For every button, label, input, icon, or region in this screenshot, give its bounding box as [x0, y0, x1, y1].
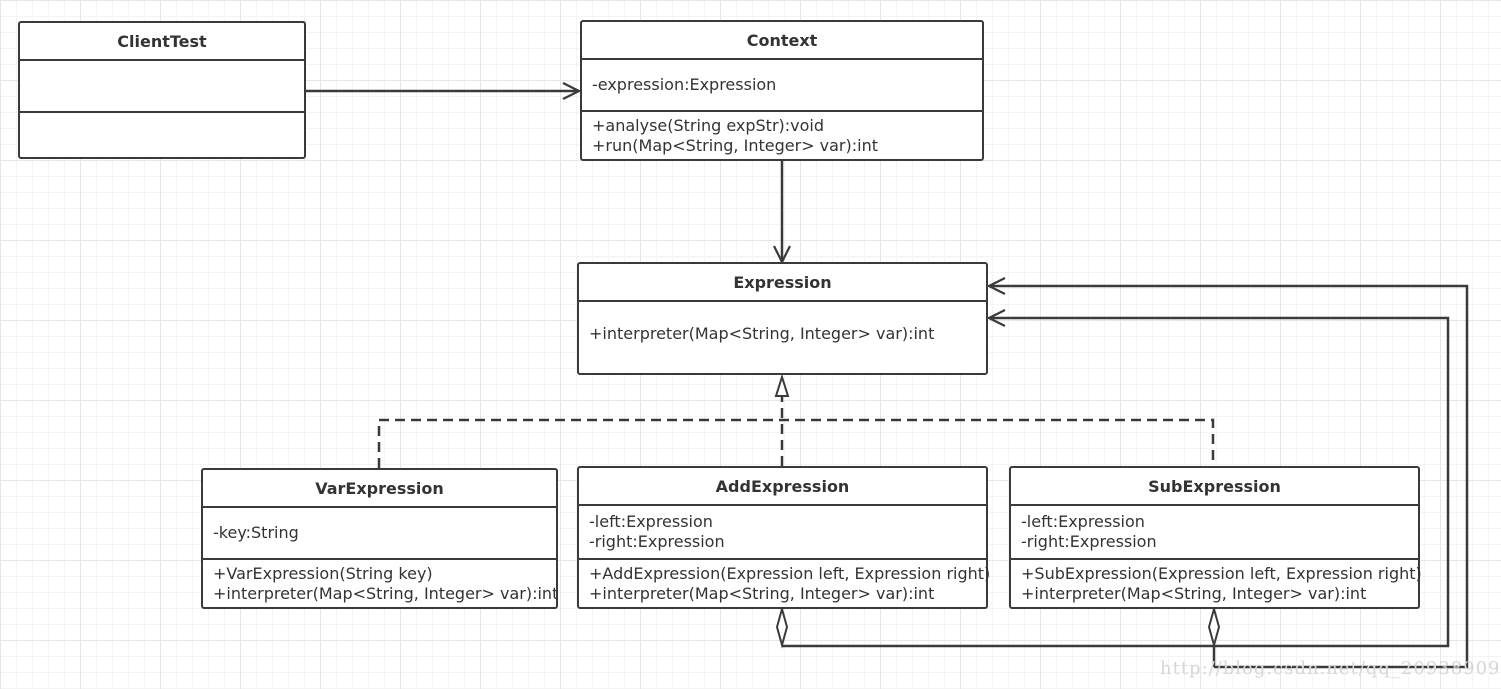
class-sub-expression-attributes: -left:Expression -right:Expression: [1011, 506, 1418, 560]
operation: +interpreter(Map<String, Integer> var):i…: [589, 583, 935, 603]
realization-triangle: [774, 373, 790, 397]
realization-lines: [377, 396, 1215, 468]
class-context[interactable]: Context -expression:Expression +analyse(…: [580, 20, 984, 161]
operation: +AddExpression(Expression left, Expressi…: [589, 563, 991, 583]
class-expression[interactable]: Expression +interpreter(Map<String, Inte…: [577, 262, 988, 375]
class-sub-expression[interactable]: SubExpression -left:Expression -right:Ex…: [1009, 466, 1422, 609]
class-client-test[interactable]: ClientTest: [18, 21, 306, 159]
class-var-expression-operations: +VarExpression(String key) +interpreter(…: [203, 560, 559, 607]
class-expression-name: Expression: [579, 264, 986, 302]
class-sub-expression-operations: +SubExpression(Expression left, Expressi…: [1011, 560, 1422, 607]
operation: +interpreter(Map<String, Integer> var):i…: [1021, 583, 1367, 603]
attribute: -left:Expression: [1021, 512, 1145, 531]
aggregation-add-expression: [782, 318, 1450, 648]
aggregation-sub-expression: [989, 286, 1469, 669]
class-add-expression-attributes: -left:Expression -right:Expression: [579, 506, 986, 560]
attribute: -expression:Expression: [592, 75, 777, 94]
class-client-test-operations: [20, 113, 304, 157]
class-var-expression-name: VarExpression: [203, 470, 556, 508]
operation: +analyse(String expStr):void: [592, 115, 825, 135]
class-add-expression-name: AddExpression: [579, 468, 986, 506]
class-context-operations: +analyse(String expStr):void +run(Map<St…: [582, 112, 982, 159]
attribute: -key:String: [213, 523, 299, 542]
aggregation-add-diamond: [775, 605, 789, 649]
class-add-expression[interactable]: AddExpression -left:Expression -right:Ex…: [577, 466, 991, 609]
operation: +interpreter(Map<String, Integer> var):i…: [213, 583, 559, 603]
class-context-name: Context: [582, 22, 982, 60]
class-sub-expression-name: SubExpression: [1011, 468, 1418, 506]
class-context-attributes: -expression:Expression: [582, 60, 982, 112]
operation: +interpreter(Map<String, Integer> var):i…: [589, 324, 935, 343]
attribute: -right:Expression: [1021, 532, 1157, 551]
aggregation-sub-diamond: [1207, 605, 1221, 649]
operation: +run(Map<String, Integer> var):int: [592, 135, 878, 155]
attribute: -right:Expression: [589, 532, 725, 551]
class-var-expression[interactable]: VarExpression -key:String +VarExpression…: [201, 468, 558, 609]
class-var-expression-attributes: -key:String: [203, 508, 556, 560]
class-add-expression-operations: +AddExpression(Expression left, Expressi…: [579, 560, 991, 607]
operation: +VarExpression(String key): [213, 563, 433, 583]
class-client-test-attributes: [20, 61, 304, 113]
attribute: -left:Expression: [589, 512, 713, 531]
class-client-test-name: ClientTest: [20, 23, 304, 61]
operation: +SubExpression(Expression left, Expressi…: [1021, 563, 1422, 583]
class-expression-operations: +interpreter(Map<String, Integer> var):i…: [579, 302, 986, 373]
watermark: http://blog.csdn.net/qq_20938909: [1160, 658, 1501, 679]
